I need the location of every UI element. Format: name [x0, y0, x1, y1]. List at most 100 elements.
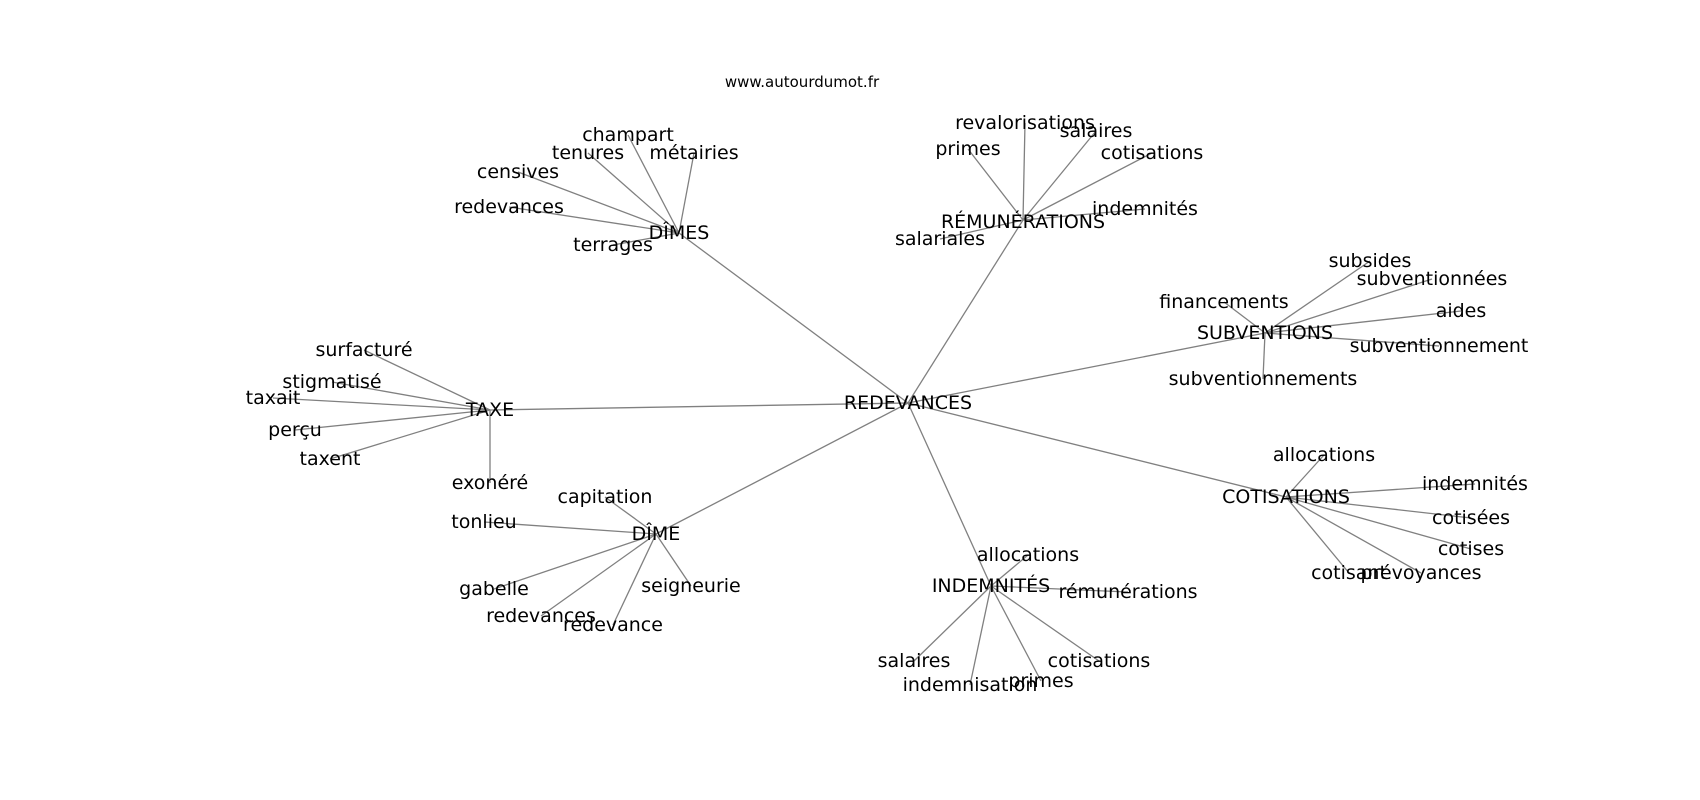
- word-node[interactable]: salaires: [878, 650, 951, 672]
- edge-hub-to-word: [331, 381, 491, 411]
- edge-center-to-hub: [907, 402, 992, 587]
- edge-hub-to-word: [1264, 310, 1462, 334]
- hub-node[interactable]: TAXE: [465, 399, 514, 421]
- word-node[interactable]: redevance: [563, 614, 663, 636]
- edge-hub-to-word: [1285, 496, 1472, 550]
- edge-hub-to-word: [1022, 152, 1153, 221]
- word-node[interactable]: censives: [477, 161, 559, 183]
- word-node[interactable]: tenures: [552, 142, 624, 164]
- edge-center-to-hub: [907, 332, 1266, 404]
- hub-node[interactable]: RÉMUNÉRATIONS: [941, 210, 1105, 233]
- edge-hub-to-word: [967, 148, 1024, 221]
- source-watermark: www.autourdumot.fr: [725, 73, 880, 91]
- word-node[interactable]: rémunérations: [1058, 581, 1197, 603]
- word-node[interactable]: revalorisations: [955, 112, 1095, 134]
- edge-hub-to-word: [272, 397, 491, 411]
- edge-hub-to-word: [1285, 483, 1476, 498]
- word-node[interactable]: subventionnement: [1350, 335, 1529, 357]
- word-node[interactable]: capitation: [558, 486, 653, 508]
- edge-hub-to-word: [1285, 496, 1350, 574]
- word-node[interactable]: indemnités: [1422, 473, 1528, 495]
- edge-hub-to-word: [990, 554, 1029, 587]
- edge-hub-to-word: [1285, 496, 1472, 519]
- hub-node[interactable]: DÎMES: [649, 221, 710, 244]
- edge-hub-to-word: [1285, 496, 1422, 574]
- edge-center-to-hub: [907, 219, 1024, 404]
- word-node[interactable]: terrages: [573, 234, 653, 256]
- word-node[interactable]: cotises: [1438, 538, 1504, 560]
- word-node[interactable]: cotisations: [1048, 650, 1151, 672]
- edge-hub-to-word: [939, 219, 1024, 240]
- edge-hub-to-word: [612, 232, 680, 246]
- edge-hub-to-word: [493, 533, 657, 590]
- hub-node[interactable]: INDEMNITÉS: [932, 574, 1050, 597]
- edge-hub-to-word: [604, 496, 657, 535]
- word-node[interactable]: redevances: [486, 605, 596, 627]
- edge-hub-to-word: [969, 585, 992, 686]
- edge-hub-to-word: [1264, 260, 1371, 334]
- word-node[interactable]: subventionnements: [1169, 368, 1358, 390]
- word-node[interactable]: subsides: [1329, 250, 1412, 272]
- word-node[interactable]: allocations: [977, 544, 1079, 566]
- word-node[interactable]: champart: [582, 124, 674, 146]
- word-node[interactable]: financements: [1159, 291, 1288, 313]
- word-node[interactable]: surfacturé: [315, 339, 412, 361]
- word-node[interactable]: prévoyances: [1361, 562, 1482, 584]
- hub-node[interactable]: SUBVENTIONS: [1197, 322, 1333, 344]
- edge-hub-to-word: [540, 533, 657, 617]
- edge-hub-to-word: [612, 533, 657, 626]
- edge-hub-to-word: [1022, 208, 1146, 221]
- word-node[interactable]: stigmatisé: [282, 371, 381, 393]
- edge-hub-to-word: [1264, 332, 1440, 347]
- word-node[interactable]: exonéré: [452, 472, 528, 494]
- word-node[interactable]: seigneurie: [641, 575, 740, 597]
- center-node[interactable]: REDEVANCES: [844, 392, 972, 414]
- edge-hub-to-word: [1285, 454, 1325, 498]
- edge-hub-to-word: [913, 585, 992, 662]
- edge-hub-to-word: [627, 134, 680, 234]
- edge-hub-to-word: [1223, 301, 1266, 334]
- edge-hub-to-word: [329, 409, 491, 460]
- edge-hub-to-word: [655, 533, 692, 587]
- edge-hub-to-word: [1022, 122, 1026, 221]
- word-node[interactable]: cotisées: [1432, 507, 1510, 529]
- edge-hub-to-word: [294, 409, 491, 431]
- word-node[interactable]: métairies: [649, 142, 738, 164]
- edge-hub-to-word: [517, 171, 680, 234]
- edge-hub-to-word: [363, 349, 491, 411]
- word-node[interactable]: gabelle: [459, 578, 529, 600]
- edge-hub-to-word: [990, 585, 1129, 593]
- edge-hub-to-word: [990, 585, 1042, 682]
- edge-hub-to-word: [678, 152, 695, 234]
- graph-edges: [272, 122, 1476, 686]
- word-node[interactable]: primes: [1008, 670, 1073, 692]
- word-node[interactable]: perçu: [268, 419, 322, 441]
- edge-center-to-hub: [678, 232, 909, 404]
- hub-node[interactable]: DÎME: [632, 522, 681, 545]
- edge-center-to-hub: [907, 402, 1287, 498]
- word-node[interactable]: taxent: [300, 448, 361, 470]
- edge-hub-to-word: [508, 206, 680, 234]
- word-node[interactable]: subventionnées: [1357, 268, 1508, 290]
- hub-node[interactable]: COTISATIONS: [1222, 486, 1350, 508]
- edge-hub-to-word: [1262, 332, 1266, 380]
- word-node[interactable]: primes: [935, 138, 1000, 160]
- word-node[interactable]: indemnités: [1092, 198, 1198, 220]
- word-node[interactable]: indemnisation: [903, 674, 1038, 696]
- word-node[interactable]: cotisations: [1101, 142, 1204, 164]
- edge-hub-to-word: [483, 521, 657, 535]
- edge-hub-to-word: [990, 585, 1100, 662]
- word-node[interactable]: redevances: [454, 196, 564, 218]
- word-node[interactable]: taxait: [246, 387, 301, 409]
- edge-center-to-hub: [489, 402, 909, 411]
- word-node[interactable]: salariales: [895, 228, 985, 250]
- word-node[interactable]: cotisant: [1311, 562, 1387, 584]
- word-node[interactable]: tonlieu: [451, 511, 516, 533]
- word-node[interactable]: salaires: [1060, 120, 1133, 142]
- edge-hub-to-word: [1022, 130, 1097, 221]
- word-node[interactable]: aides: [1436, 300, 1487, 322]
- word-node[interactable]: allocations: [1273, 444, 1375, 466]
- edge-hub-to-word: [1264, 278, 1433, 334]
